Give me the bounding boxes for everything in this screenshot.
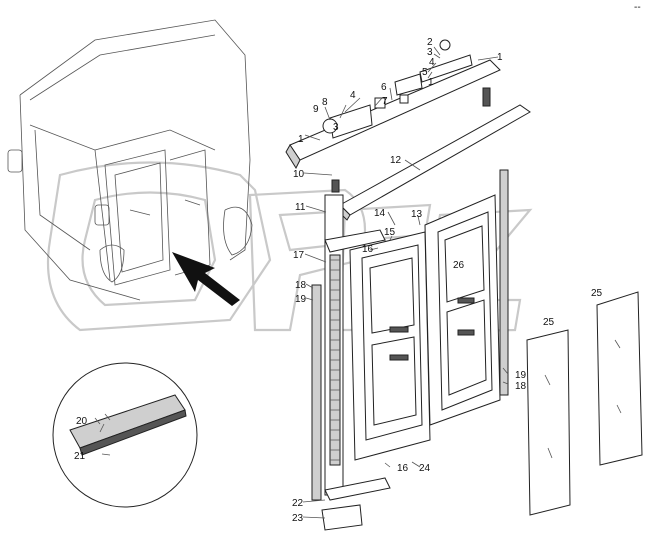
callout-19b: 19 [515,370,527,381]
callout-4a: 4 [429,57,435,68]
callout-9: 9 [313,104,319,115]
callout-6: 6 [381,82,387,93]
callout-4b: 4 [350,90,356,101]
callout-12: 12 [390,155,402,166]
callout-17: 17 [293,250,305,261]
callout-7: 7 [382,96,388,107]
leader-lines [99,46,509,519]
callout-20: 20 [76,416,88,427]
bus-illustration [7,19,253,301]
callout-16a: 16 [362,244,374,255]
callout-25a: 25 [591,288,603,299]
callout-1c: 1 [298,134,304,145]
right-door-leaf [424,194,501,426]
callout-16b: 16 [397,463,409,474]
door-seals [311,169,509,501]
corner-mark: -- [634,2,641,13]
callout-22: 22 [292,498,304,509]
door-shaft [321,194,391,531]
callout-labels: 1 2 3 4 5 1 6 7 4 8 9 1 3 10 12 11 14 13… [74,2,641,524]
location-arrow-icon [172,252,240,306]
callout-13: 13 [411,209,423,220]
callout-26: 26 [453,260,465,271]
top-rail-assembly [285,39,531,221]
callout-24: 24 [419,463,431,474]
callout-5: 5 [422,67,428,78]
callout-1a: 1 [497,52,503,63]
callout-3: 3 [427,47,433,58]
callout-8: 8 [322,97,328,108]
callout-15: 15 [384,227,396,238]
callout-18a: 18 [295,280,307,291]
callout-23: 23 [292,513,304,524]
callout-2: 2 [427,37,433,48]
callout-11: 11 [295,202,306,213]
detail-magnifier [52,362,198,508]
left-door-leaf [349,231,431,461]
callout-25b: 25 [543,317,555,328]
callout-3b: 3 [333,122,339,133]
callout-18b: 18 [515,381,527,392]
callout-19a: 19 [295,294,307,305]
glass-panes [526,291,643,516]
callout-21: 21 [74,451,86,462]
callout-14: 14 [374,208,386,219]
callout-1b: 1 [428,77,434,88]
callout-10: 10 [293,169,305,180]
